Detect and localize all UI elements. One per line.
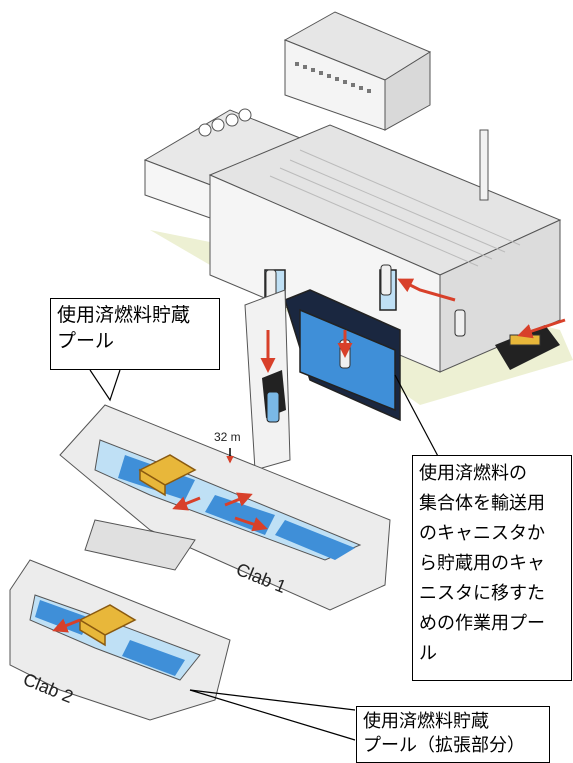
clab2-pool-water: [35, 600, 185, 676]
callout-line: プール（拡張部分）: [363, 735, 525, 756]
callout-line: めの作業用プー: [419, 613, 545, 634]
callout-line: ニスタに移すた: [419, 583, 545, 604]
clab1-crane: [138, 454, 197, 497]
extension-pool-callout: 使用済燃料貯蔵 プール（拡張部分）: [356, 706, 550, 763]
storage-pool-callout: 使用済燃料貯蔵 プール: [50, 298, 220, 370]
depth-label: 32 m: [214, 430, 241, 444]
callout-line: 集合体を輸送用: [419, 493, 545, 514]
clab2-transfer-arrow: [52, 618, 81, 633]
callout-line: ル: [419, 643, 437, 664]
callout-line: 使用済燃料貯蔵: [57, 304, 191, 326]
clab1-transfer-arrows: [172, 492, 268, 532]
office-building: [283, 11, 432, 131]
transfer-pool-callout: 使用済燃料の 集合体を輸送用 のキャニスタか ら貯蔵用のキャ ニスタに移すた め…: [412, 455, 572, 681]
callout-line: プール: [57, 330, 115, 352]
elevator-canister: [266, 391, 280, 423]
callout-line: 使用済燃料貯蔵: [363, 711, 489, 732]
roof-ribs: [269, 149, 521, 267]
connecting-tunnel: [84, 519, 196, 571]
callout-line: ら貯蔵用のキャ: [419, 553, 545, 574]
callout-line: 使用済燃料の: [419, 463, 527, 484]
office-windows: [295, 62, 371, 93]
clab2-crane: [78, 604, 137, 647]
chimney: [479, 129, 489, 201]
callout-pointers: [89, 369, 441, 741]
callout-line: のキャニスタか: [419, 523, 545, 544]
